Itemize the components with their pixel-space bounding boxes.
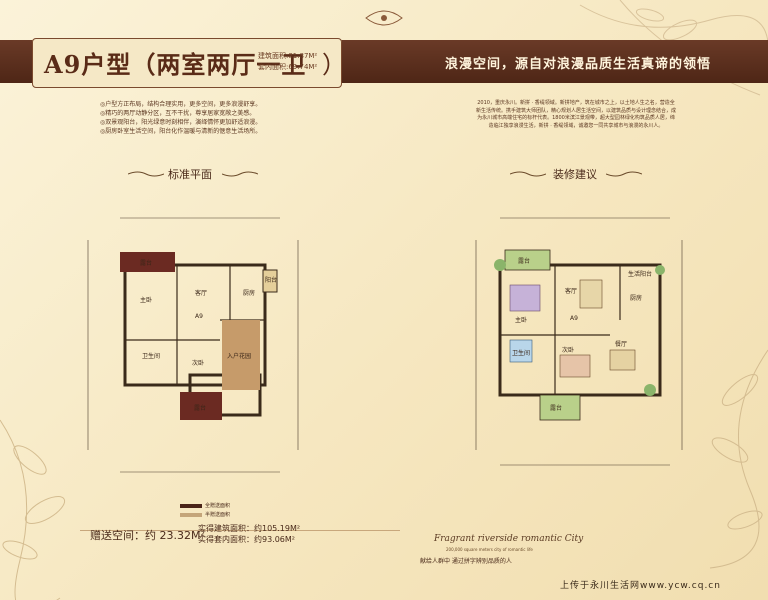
feature-list: ◎户型方正布局，结构合理实用，更多空间，更多浪漫舒享。 ◎精巧的两厅动静分区，互… (100, 100, 261, 136)
room-r-life-balcony: 生活阳台 (628, 270, 652, 278)
room-r-kitchen: 厨房 (630, 294, 642, 302)
area-info: 建筑面积:81.87M² 套内面积:69.74M² (258, 51, 317, 73)
room-r-balcony-bottom: 露台 (550, 404, 562, 412)
legend-item-half: 半赠送面积 (180, 511, 230, 520)
cn-tagline: 献给人群中 通过拼字辨别品质的人 (420, 558, 512, 565)
gift-space: 赠送空间：约 23.32M² (90, 529, 205, 542)
script-tagline: Fragrant riverside romantic City (434, 534, 584, 544)
legend-swatch-full (180, 503, 202, 508)
plan-balcony-side (262, 269, 278, 293)
room-balcony-top: 露台 (140, 259, 152, 267)
feature-item: ◎厨房卧室生活空间，阳台化作温暖与清新的惬意生活场所。 (100, 128, 262, 135)
swirl-right-2 (606, 171, 642, 177)
built-area: 建筑面积:81.87M² (258, 52, 318, 60)
deco-balcony-top (504, 249, 551, 271)
room-balcony-side: 阳台 (265, 276, 277, 284)
standard-floor-plan: 露台 主卧 客厅 厨房 阳台 A9 卫生间 次卧 入户花园 露台 (87, 217, 299, 473)
legend: 全赠送面积 半赠送面积 (180, 502, 230, 520)
title-block (32, 38, 342, 88)
leaf-decoration-bottom-left (0, 419, 66, 600)
deco-bath (509, 339, 533, 363)
real-inner-area: 实得套内面积：约93.06M² (198, 535, 296, 544)
swirl-right-1 (222, 171, 258, 177)
title-close: ） (322, 51, 346, 79)
room-second-bedroom: 次卧 (192, 359, 204, 367)
swirl-left-2 (510, 171, 546, 177)
ornament-top-center (365, 10, 403, 26)
divider-left (80, 530, 400, 531)
deco-dining (609, 349, 636, 371)
plan-balcony-bottom (180, 392, 222, 420)
room-r-unit: A9 (570, 315, 578, 322)
feature-item: ◎双景观阳台，阳光绿意时刻相伴，演绎情怀更加舒适浪漫。 (100, 119, 262, 126)
decoration-floor-plan: 露台 客厅 生活阳台 厨房 主卧 A9 卫生间 餐厅 次卧 露台 (475, 217, 683, 466)
room-unit: A9 (195, 313, 203, 320)
room-living: 客厅 (195, 289, 207, 297)
deco-sofa (579, 279, 603, 309)
room-r-dining: 餐厅 (615, 340, 627, 348)
legend-swatch-half (180, 512, 202, 517)
project-description: 2010，重庆永川。新拼 · 香缇领域。新拼地产，筑在城市之上，以土地人生之名，… (476, 100, 677, 129)
room-master-bedroom: 主卧 (140, 296, 152, 304)
swirl-left-1 (128, 171, 164, 177)
section-decoration: 装修建议 (553, 168, 597, 181)
feature-item: ◎户型方正布局，结构合理实用，更多空间，更多浪漫舒享。 (100, 101, 262, 108)
feature-item: ◎精巧的两厅动静分区，互不干扰，尊享居家宽敞之美感。 (100, 110, 256, 117)
room-bathroom: 卫生间 (142, 352, 160, 360)
room-entry-garden: 入户花园 (227, 352, 251, 360)
room-balcony-bottom: 露台 (194, 404, 206, 412)
room-r-bathroom: 卫生间 (512, 349, 530, 357)
deco-second-bed (559, 354, 591, 378)
room-kitchen: 厨房 (243, 289, 255, 297)
slogan: 浪漫空间，源自对浪漫品质生活真谛的领悟 (445, 57, 712, 72)
inner-area: 套内面积:69.74M² (258, 63, 318, 71)
plan-balcony-top (120, 252, 175, 272)
room-r-living: 客厅 (565, 287, 577, 295)
room-r-balcony-top: 露台 (518, 257, 530, 265)
room-r-master: 主卧 (515, 316, 527, 324)
room-r-second: 次卧 (562, 346, 574, 354)
plan-garden (222, 320, 260, 390)
small-tagline: 200,000 square meters city of romantic l… (446, 547, 533, 552)
section-standard-plan: 标准平面 (168, 168, 212, 181)
legend-item-full: 全赠送面积 (180, 502, 230, 511)
deco-master-bed (509, 284, 541, 312)
deco-balcony-bottom (539, 394, 581, 421)
watermark: 上传于永川生活网www.ycw.cq.cn (560, 581, 721, 591)
page-title: A9户型（两室两厅一卫 (44, 50, 307, 79)
real-built-area: 实得建筑面积：约105.19M² (198, 524, 301, 533)
real-area-block: 实得建筑面积：约105.19M² 实得套内面积：约93.06M² (198, 523, 300, 545)
